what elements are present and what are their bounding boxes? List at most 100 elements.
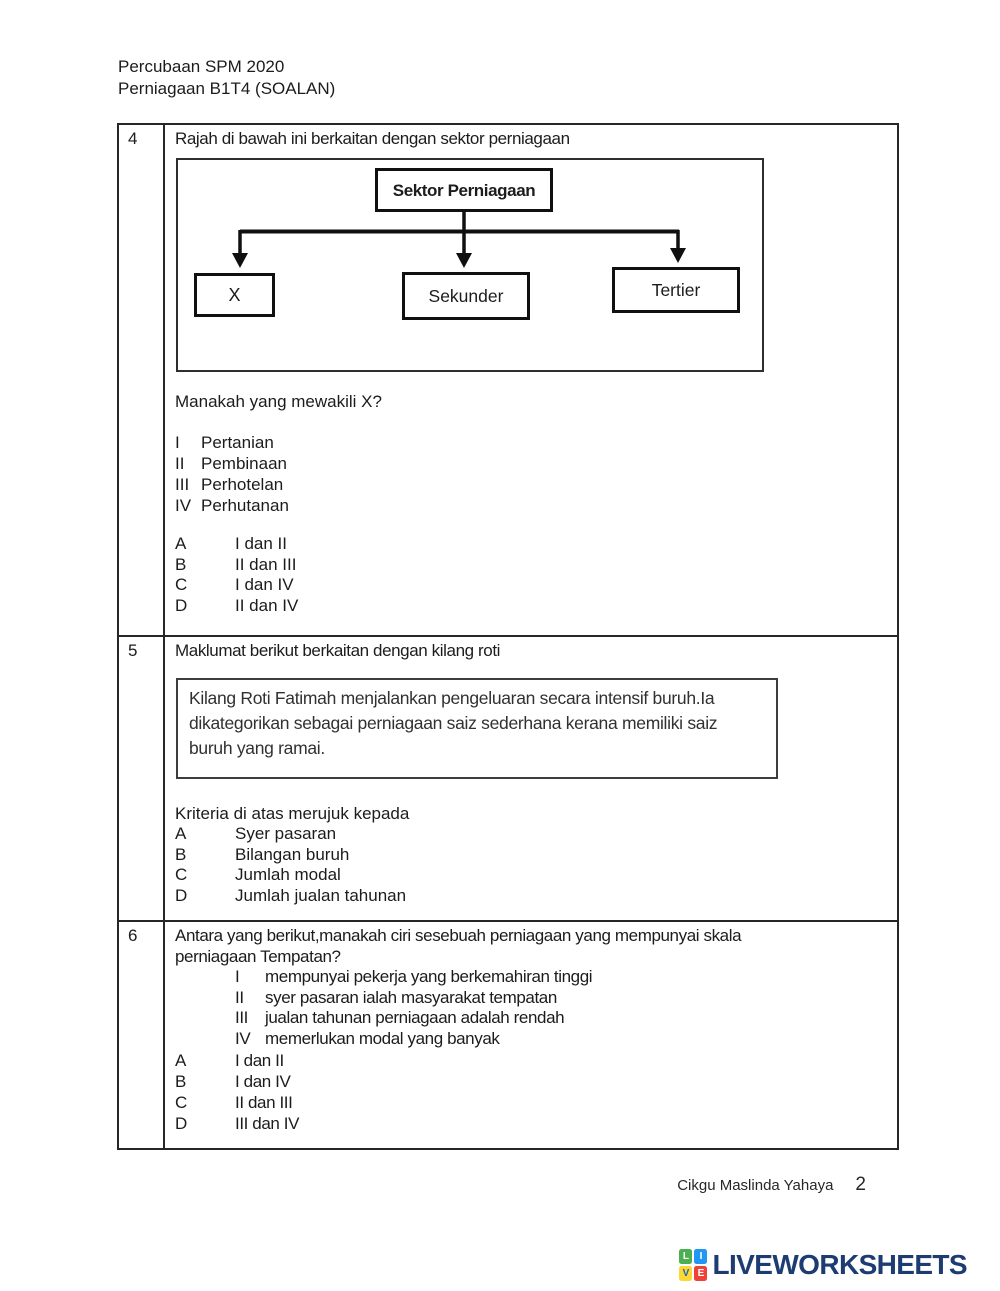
answer-option: B II dan III (175, 555, 883, 576)
option-letter: A (175, 824, 187, 843)
answer-option: C II dan III (175, 1092, 883, 1113)
question-row-4: 4 Rajah di bawah ini berkaitan dengan se… (119, 125, 897, 637)
question-4-statements: I Pertanian II Pembinaan III Perhotelan … (175, 432, 883, 516)
logo-square-v: V (679, 1266, 693, 1281)
question-table: 4 Rajah di bawah ini berkaitan dengan se… (117, 123, 899, 1150)
question-5-prompt: Kriteria di atas merujuk kepada (175, 804, 410, 823)
question-5-text: Maklumat berikut berkaitan dengan kilang… (175, 641, 501, 660)
statement-item: II Pembinaan (175, 453, 883, 474)
statement-numeral: III (235, 1008, 248, 1028)
option-text: Jumlah jualan tahunan (235, 886, 407, 906)
logo-square-e: E (694, 1266, 708, 1281)
document-header: Percubaan SPM 2020 Perniagaan B1T4 (SOAL… (118, 56, 335, 100)
option-letter: D (175, 1114, 187, 1134)
statement-numeral: IV (235, 1028, 251, 1048)
arrow-down-icon (456, 253, 472, 268)
option-letter: D (175, 886, 188, 906)
diagram-connector-lines (232, 210, 686, 268)
statement-text: Pembinaan (201, 454, 288, 473)
sector-diagram: Sektor Perniagaan X Sekunder Tertier (176, 158, 764, 372)
option-text: I dan II (235, 534, 287, 553)
header-title-line1: Percubaan SPM 2020 (118, 57, 285, 76)
diagram-box-tertier: Tertier (612, 267, 740, 313)
question-row-6: 6 Antara yang berikut,manakah ciri seseb… (119, 922, 897, 1148)
answer-option: B Bilangan buruh (175, 845, 883, 866)
question-6-options: A I dan II B I dan IV C II dan III D III… (175, 1050, 883, 1134)
question-4-options: A I dan II B II dan III C I dan IV D II … (175, 534, 883, 616)
answer-option: D II dan IV (175, 596, 883, 617)
statement-item: IV memerlukan modal yang banyak (235, 1029, 883, 1050)
option-text: III dan IV (235, 1114, 300, 1134)
question-6-text-line2: perniagaan Tempatan? (175, 947, 341, 966)
question-number: 4 (119, 125, 165, 635)
option-letter: B (175, 1072, 186, 1092)
info-box-line: dikategorikan sebagai perniagaan saiz se… (189, 713, 718, 733)
arrow-down-icon (670, 248, 686, 263)
question-5-options: A Syer pasaran B Bilangan buruh C Jumlah… (175, 824, 883, 907)
statement-item: IV Perhutanan (175, 495, 883, 516)
option-letter: A (175, 534, 187, 553)
statement-numeral: I (235, 967, 240, 986)
header-title-line2: Perniagaan B1T4 (SOALAN) (118, 79, 336, 98)
question-6-text-line1: Antara yang berikut,manakah ciri sesebua… (175, 926, 742, 945)
statement-numeral: II (175, 454, 185, 473)
answer-option: D Jumlah jualan tahunan (175, 886, 883, 907)
option-text: II dan III (235, 1093, 293, 1113)
answer-option: C Jumlah modal (175, 865, 883, 886)
option-text: Bilangan buruh (235, 844, 350, 864)
option-text: I dan II (235, 1051, 284, 1071)
info-box-line: buruh yang ramai. (189, 738, 325, 758)
option-letter: C (175, 575, 188, 594)
question-number: 5 (119, 637, 165, 920)
answer-option: B I dan IV (175, 1071, 883, 1092)
question-row-5: 5 Maklumat berikut berkaitan dengan kila… (119, 637, 897, 922)
liveworksheets-wordmark: LIVEWORKSHEETS (712, 1249, 967, 1280)
statement-item: II syer pasaran ialah masyarakat tempata… (235, 988, 883, 1009)
option-letter: D (175, 595, 188, 615)
option-text: Syer pasaran (235, 824, 337, 843)
statement-item: III Perhotelan (175, 474, 883, 495)
logo-square-l: L (679, 1249, 693, 1264)
statement-text: syer pasaran ialah masyarakat tempatan (265, 987, 557, 1007)
liveworksheets-logo[interactable]: L I V E LIVEWORKSHEETS (679, 1249, 968, 1281)
statement-numeral: I (175, 433, 180, 452)
statement-item: I Pertanian (175, 432, 883, 453)
statement-text: Perhutanan (201, 496, 289, 515)
info-box-line: Kilang Roti Fatimah menjalankan pengelua… (189, 688, 715, 708)
question-6-content: Antara yang berikut,manakah ciri sesebua… (165, 922, 897, 1148)
statement-text: mempunyai pekerja yang berkemahiran ting… (265, 967, 593, 986)
option-letter: A (175, 1051, 186, 1071)
answer-option: D III dan IV (175, 1113, 883, 1134)
diagram-box-x: X (194, 273, 275, 317)
page-footer: Cikgu Maslinda Yahaya 2 (0, 1174, 866, 1196)
question-number: 6 (119, 922, 165, 1148)
option-letter: B (175, 844, 187, 864)
statement-text: memerlukan modal yang banyak (265, 1028, 500, 1048)
answer-option: A I dan II (175, 1050, 883, 1071)
option-letter: B (175, 554, 187, 574)
info-box: Kilang Roti Fatimah menjalankan pengelua… (176, 678, 778, 779)
option-text: Jumlah modal (235, 865, 341, 885)
diagram-box-root: Sektor Perniagaan (375, 168, 553, 212)
question-4-content: Rajah di bawah ini berkaitan dengan sekt… (165, 125, 897, 635)
statement-numeral: III (175, 475, 190, 494)
answer-option: A I dan II (175, 534, 883, 555)
arrow-down-icon (232, 253, 248, 268)
statement-text: Pertanian (201, 433, 274, 452)
statement-text: Perhotelan (201, 475, 284, 494)
statement-item: I mempunyai pekerja yang berkemahiran ti… (235, 967, 883, 988)
option-text: II dan III (235, 554, 297, 574)
statement-numeral: II (235, 987, 244, 1007)
question-6-statements: I mempunyai pekerja yang berkemahiran ti… (235, 967, 883, 1049)
option-text: I dan IV (235, 575, 294, 594)
logo-square-i: I (694, 1249, 708, 1264)
answer-option: A Syer pasaran (175, 824, 883, 845)
footer-author: Cikgu Maslinda Yahaya (677, 1177, 834, 1194)
statement-text: jualan tahunan perniagaan adalah rendah (265, 1008, 565, 1028)
liveworksheets-icon: L I V E (679, 1249, 708, 1281)
option-text: I dan IV (235, 1072, 291, 1092)
statement-numeral: IV (175, 496, 192, 515)
page-number: 2 (855, 1174, 866, 1195)
statement-item: III jualan tahunan perniagaan adalah ren… (235, 1008, 883, 1029)
